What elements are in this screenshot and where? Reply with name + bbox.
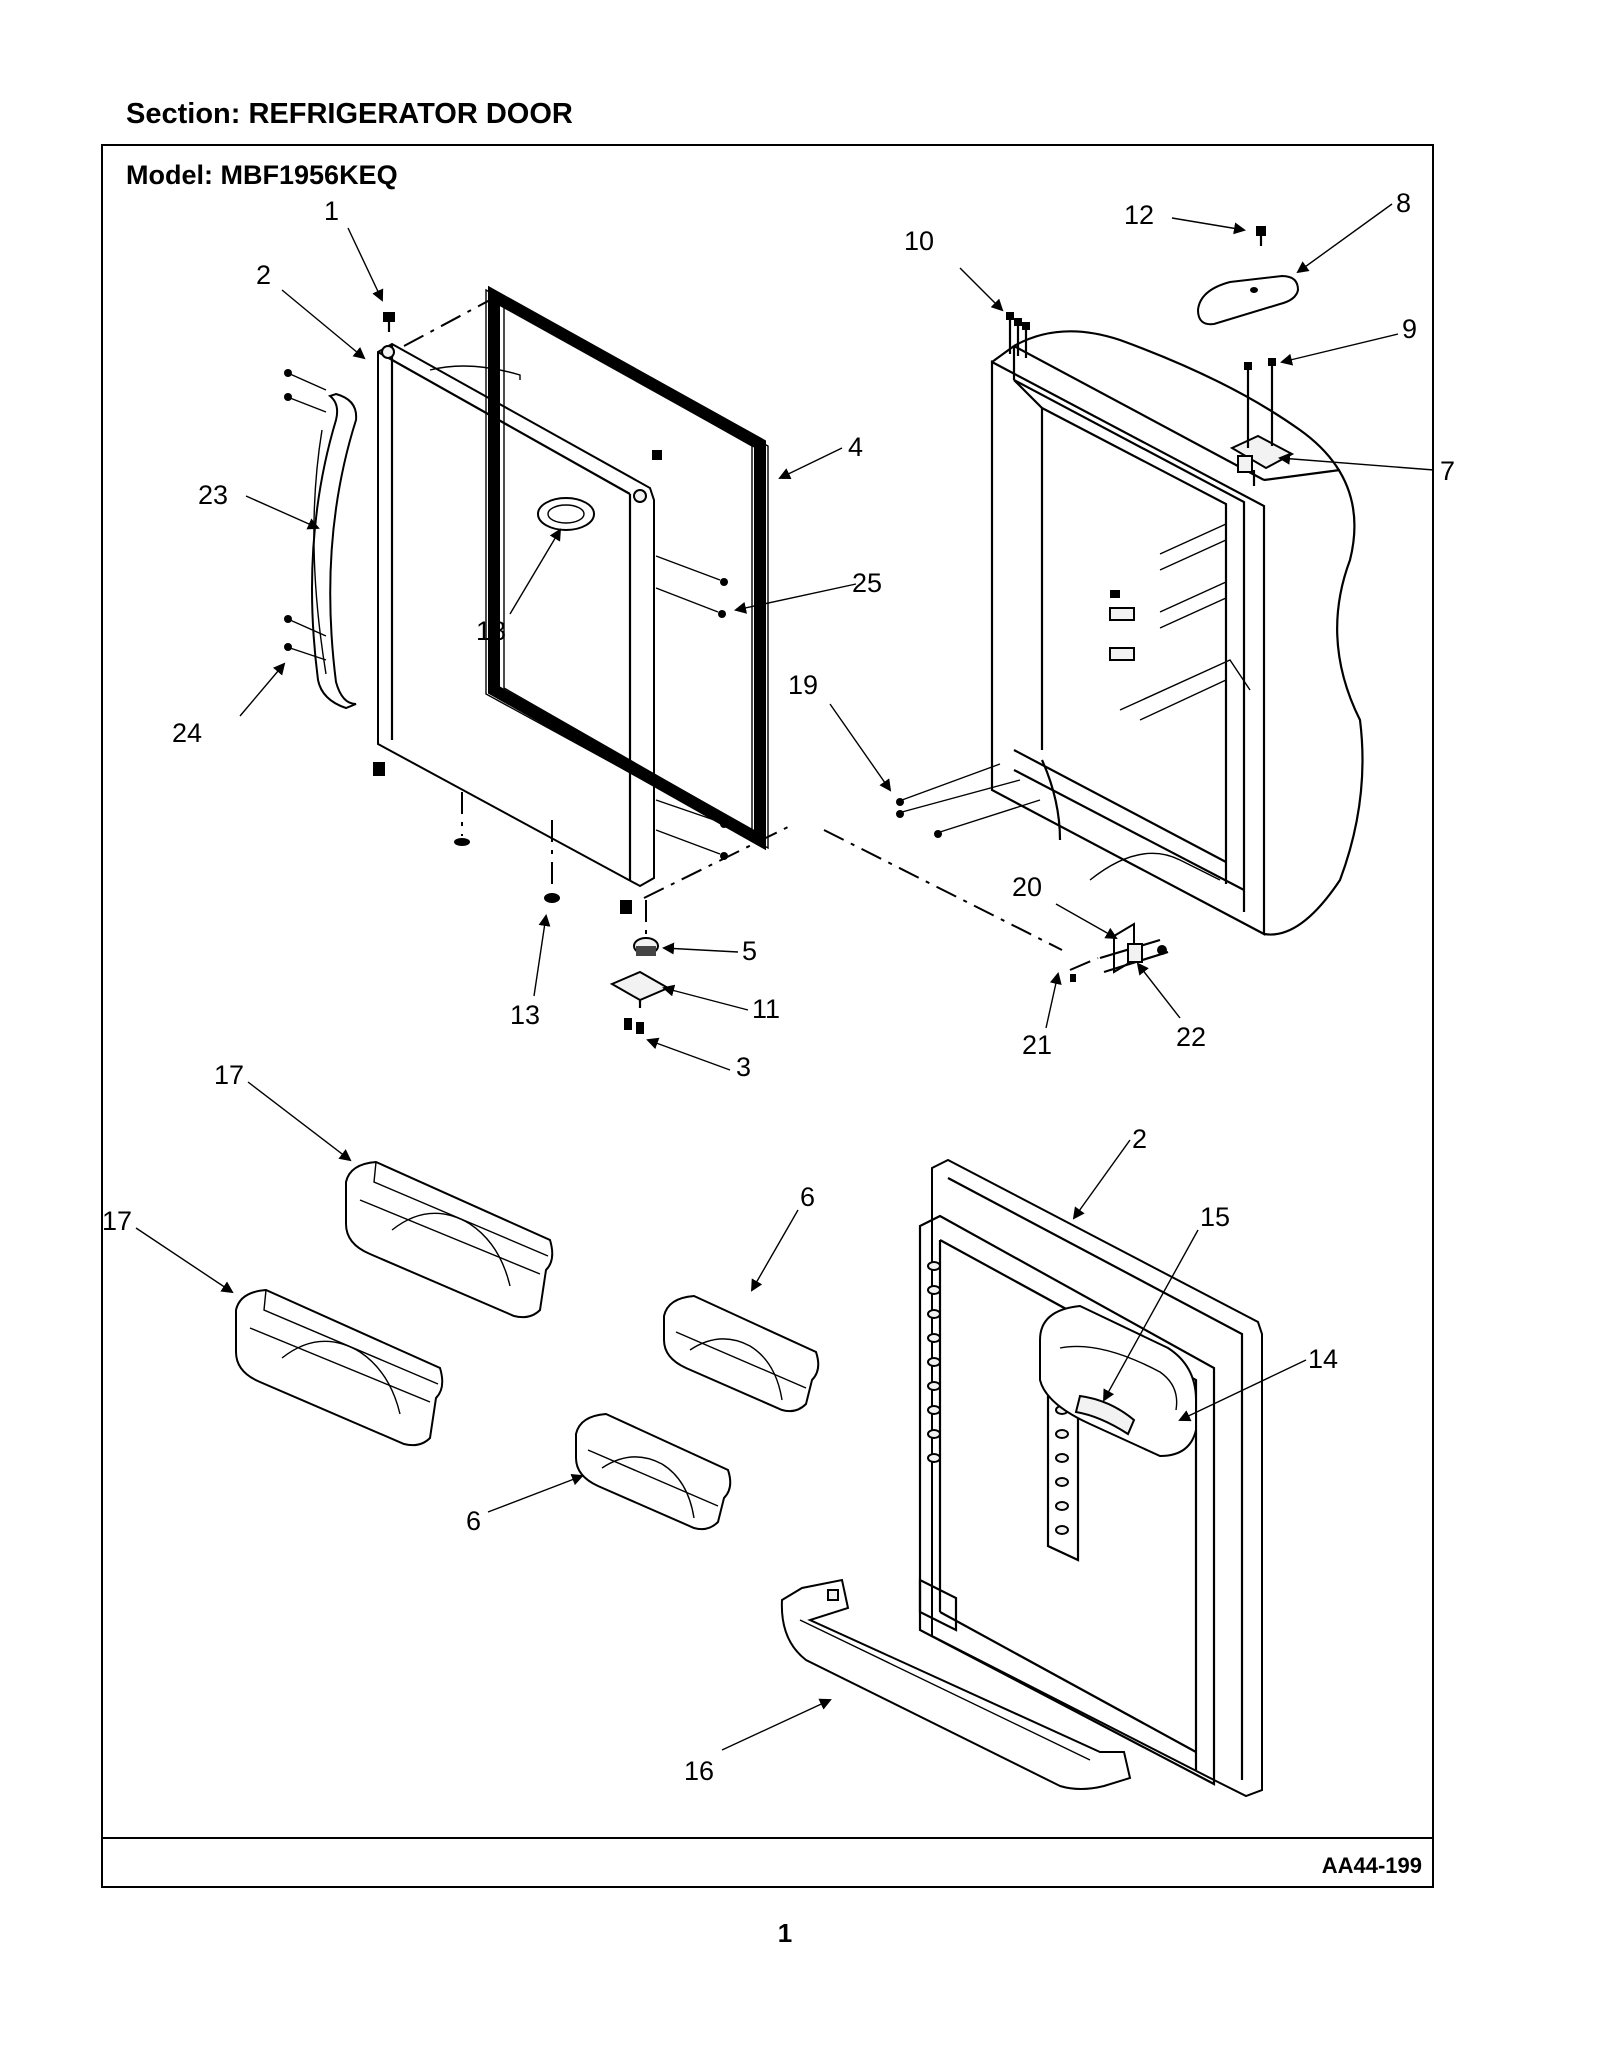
callout-6-lower: 6 bbox=[466, 1506, 481, 1536]
callout-10: 10 bbox=[904, 226, 934, 256]
door-liner-assembly bbox=[918, 1158, 1263, 1798]
dairy-compartment bbox=[1039, 1304, 1197, 1458]
callout-2-lower: 2 bbox=[1132, 1124, 1147, 1154]
page-number: 1 bbox=[777, 1918, 793, 1948]
bottom-cabinet-hinge bbox=[1069, 922, 1169, 982]
callout-21: 21 bbox=[1022, 1030, 1052, 1060]
callout-11: 11 bbox=[752, 994, 780, 1024]
callout-5: 5 bbox=[742, 936, 757, 966]
small-door-bin-lower bbox=[575, 1412, 732, 1531]
callout-25: 25 bbox=[852, 568, 882, 598]
callout-22: 22 bbox=[1176, 1022, 1206, 1052]
diagram-frame bbox=[101, 144, 1434, 1888]
shelf-pegs bbox=[927, 1261, 1069, 1535]
door-handle-drawing bbox=[311, 392, 358, 710]
door-roller-pins bbox=[896, 763, 1041, 838]
gasket-screws bbox=[655, 555, 728, 860]
footer-rule bbox=[101, 1837, 1434, 1839]
callout-24: 24 bbox=[172, 718, 202, 748]
model-value: MBF1956KEQ bbox=[220, 160, 398, 190]
callout-17-lower: 17 bbox=[102, 1206, 132, 1236]
door-outer-panel-drawing bbox=[377, 342, 655, 888]
hinge-cover bbox=[1196, 274, 1300, 326]
drawing-reference-code: AA44-199 bbox=[1321, 1853, 1422, 1878]
section-value: REFRIGERATOR DOOR bbox=[248, 98, 573, 130]
callout-23: 23 bbox=[198, 480, 228, 510]
door-bottom-bar bbox=[780, 1578, 1132, 1790]
callout-3: 3 bbox=[736, 1052, 751, 1082]
callout-leaders bbox=[135, 203, 1435, 1751]
callout-17-upper: 17 bbox=[214, 1060, 244, 1090]
callout-4: 4 bbox=[848, 432, 863, 462]
large-door-bin-upper bbox=[345, 1160, 554, 1319]
callout-15: 15 bbox=[1200, 1202, 1230, 1232]
callout-6-upper: 6 bbox=[800, 1182, 815, 1212]
cabinet-drawing bbox=[990, 330, 1364, 936]
callout-20: 20 bbox=[1012, 872, 1042, 902]
large-door-bin-lower bbox=[235, 1288, 444, 1447]
top-hinge-screw bbox=[383, 312, 662, 460]
section-label: Section: bbox=[126, 98, 241, 130]
model-label: Model: bbox=[126, 160, 213, 190]
callout-13: 13 bbox=[510, 1000, 540, 1030]
callout-7: 7 bbox=[1440, 456, 1455, 486]
bottom-hinge-assembly bbox=[609, 900, 671, 1034]
dairy-door bbox=[1074, 1394, 1136, 1436]
callout-9: 9 bbox=[1402, 314, 1417, 344]
callout-19: 19 bbox=[788, 670, 818, 700]
hinge-cover-screw bbox=[1256, 226, 1266, 246]
callout-2: 2 bbox=[256, 260, 271, 290]
callout-18: 18 bbox=[476, 616, 506, 646]
small-door-bin-upper bbox=[663, 1294, 820, 1413]
model-title: Model: MBF1956KEQ bbox=[126, 160, 398, 191]
callout-8: 8 bbox=[1396, 188, 1411, 218]
badge-emblem bbox=[537, 497, 595, 531]
callout-1: 1 bbox=[324, 196, 339, 226]
section-title: Section: REFRIGERATOR DOOR bbox=[126, 98, 573, 131]
door-bottom-plugs bbox=[373, 762, 632, 914]
cabinet-hinge-screws bbox=[1006, 312, 1030, 358]
handle-screws bbox=[284, 369, 327, 661]
callout-12: 12 bbox=[1124, 200, 1154, 230]
callout-labels: 1 2 3 4 5 6 7 8 9 10 11 12 13 14 15 16 1… bbox=[102, 188, 1455, 1786]
callout-14: 14 bbox=[1308, 1344, 1338, 1374]
callout-16: 16 bbox=[684, 1756, 714, 1786]
top-hinge-screws bbox=[1244, 358, 1276, 448]
